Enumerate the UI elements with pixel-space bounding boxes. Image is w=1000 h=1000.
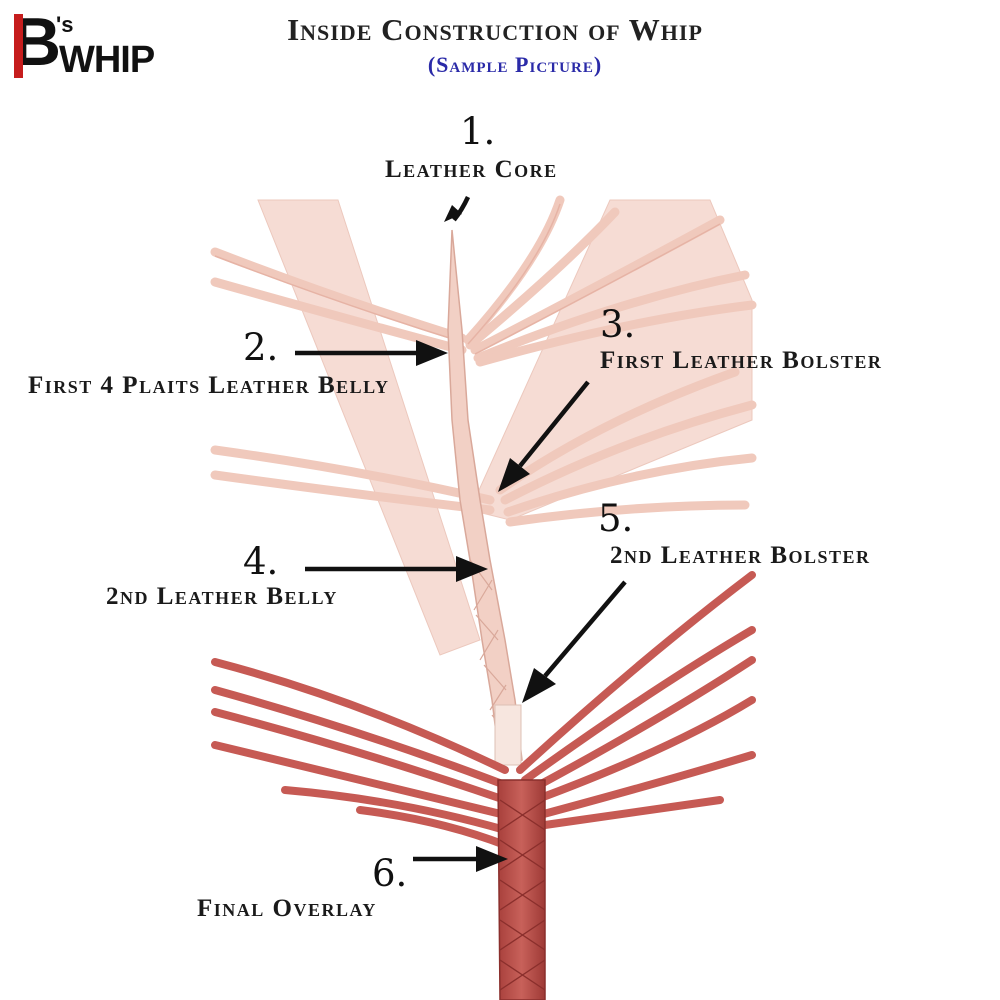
label-4-number: 4. [243,540,279,583]
label-2-number: 2. [243,326,279,369]
raw-strands-upper-edges [214,203,721,355]
arrow-5 [522,580,627,703]
label-6-number: 6. [372,852,408,895]
logo-whip-text: WHIP [59,39,155,81]
label-1-number: 1. [460,110,496,153]
arrow-2 [295,340,448,366]
label-5-text: 2nd Leather Bolster [610,542,871,569]
brand-logo: B 's WHIP [12,8,177,83]
arrows [295,196,627,872]
handle-braid-lines [499,799,546,991]
page-subtitle: (Sample Picture) [427,52,603,77]
label-5-number: 5. [598,497,634,540]
label-4-text: 2nd Leather Belly [106,583,338,610]
red-strands-left [211,658,509,849]
red-braided-handle [497,779,546,1000]
red-strands-right [516,571,756,829]
bolster-wrap [494,704,522,766]
logo-red-bar [14,14,23,78]
page-title: Inside Construction of Whip [287,12,703,47]
label-2-text: First 4 Plaits Leather Belly [28,372,390,399]
label-3-text: First Leather Bolster [600,347,883,374]
label-1-text: Leather Core [385,156,558,183]
label-6-text: Final Overlay [197,895,377,922]
label-3-number: 3. [600,303,636,346]
arrow-1 [444,196,471,222]
arrow-3 [498,380,590,492]
raw-strands-upper [210,195,757,367]
arrow-4 [305,556,488,582]
logo-apostrophe-s: 's [56,12,74,37]
arrow-6 [413,846,508,872]
